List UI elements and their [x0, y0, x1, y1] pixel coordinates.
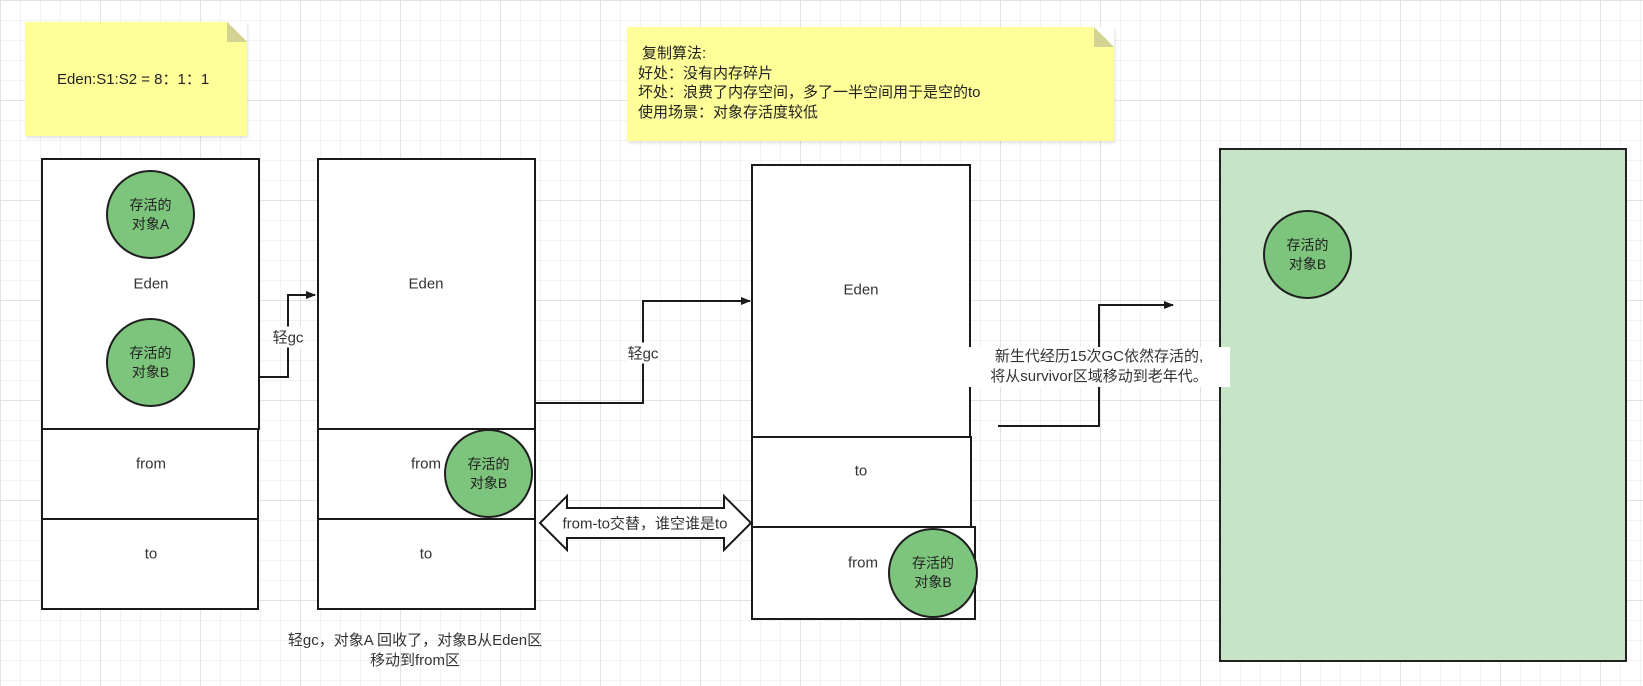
stage2-eden-region [317, 158, 536, 430]
stage2-object-b: 存活的 对象B [444, 429, 533, 518]
copy-algorithm-usage: 使用场景：对象存活度较低 [638, 104, 819, 121]
stage3-to-region [751, 436, 972, 528]
ratio-note: Eden:S1:S2 = 8：1：1 [25, 22, 247, 136]
stage1-eden-label: Eden [133, 275, 169, 293]
stage1-object-b-label: 存活的 对象B [129, 344, 172, 380]
stage2-from-label: from [411, 455, 441, 473]
stage3-object-b: 存活的 对象B [888, 528, 978, 618]
stage3-eden-label: Eden [843, 281, 879, 299]
stage3-eden-region [751, 164, 971, 438]
gc-arrow-2-label: 轻gc [626, 342, 660, 364]
note-fold-corner [227, 22, 247, 42]
stage2-eden-label: Eden [408, 275, 444, 293]
stage1-from-region [41, 428, 259, 520]
stage2-to-label: to [419, 545, 433, 563]
stage2-to-region [317, 518, 536, 610]
stage2-object-b-label: 存活的 对象B [467, 455, 510, 491]
copy-algorithm-title: 复制算法: [642, 45, 707, 62]
copy-algorithm-note: 复制算法: 好处：没有内存碎片 坏处：浪费了内存空间，多了一半空间用于是空的to… [627, 27, 1114, 141]
stage3-from-label: from [848, 554, 878, 572]
copy-algorithm-con: 坏处：浪费了内存空间，多了一半空间用于是空的to [638, 84, 981, 101]
stage1-object-b: 存活的 对象B [106, 318, 195, 407]
stage1-object-a-label: 存活的 对象A [129, 196, 172, 232]
gc-arrow-1-label: 轻gc [271, 326, 305, 348]
swap-arrow-label: from-to交替，谁空谁是to [562, 515, 728, 533]
stage2-caption: 轻gc，对象A 回收了，对象B从Eden区 移动到from区 [287, 632, 543, 669]
stage1-to-region [41, 518, 259, 610]
stage3-object-b-label: 存活的 对象B [912, 555, 954, 590]
old-gen-object-b: 存活的 对象B [1263, 210, 1352, 299]
stage1-object-a: 存活的 对象A [106, 170, 195, 259]
note-fold-corner [1094, 27, 1114, 47]
stage1-to-label: to [144, 545, 158, 563]
stage3-to-label: to [854, 462, 868, 480]
ratio-note-text: Eden:S1:S2 = 8：1：1 [57, 71, 210, 88]
promote-arrow-label: 新生代经历15次GC依然存活的, 将从survivor区域移动到老年代。 [968, 347, 1230, 387]
copy-algorithm-pro: 好处：没有内存碎片 [638, 65, 774, 82]
stage1-from-label: from [136, 455, 166, 473]
old-gen-object-b-label: 存活的 对象B [1286, 236, 1329, 272]
